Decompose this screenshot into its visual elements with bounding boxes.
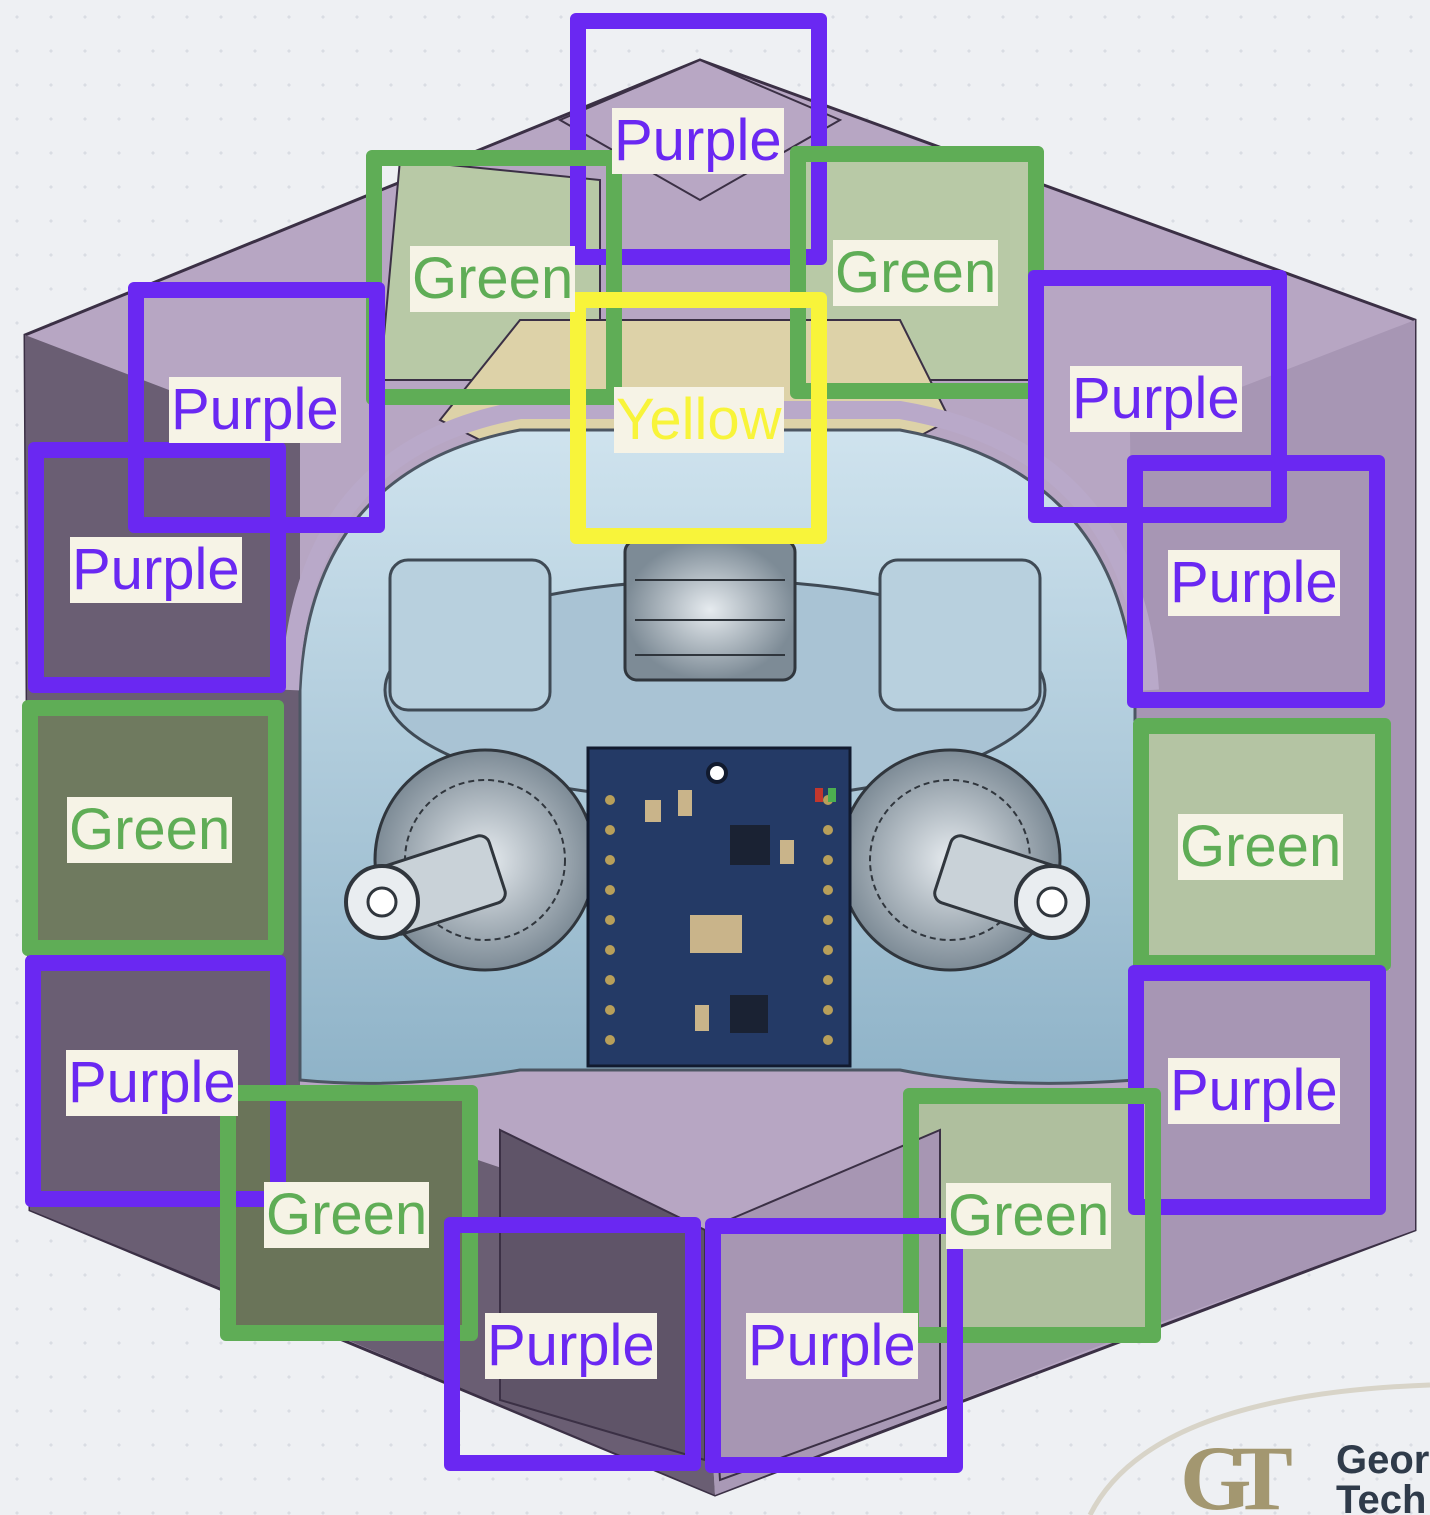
box-bottom-purple-right [705,1218,963,1473]
logo-arc [1087,1382,1430,1515]
gear-stack [623,538,797,682]
box-right-purple-2 [1127,455,1385,708]
georgia-tech-logo: GT Geor Tech [1180,1428,1430,1515]
motor-block-left [388,558,552,712]
label-top-purple: Purple [612,108,784,174]
label-right-purple-2: Purple [1168,550,1340,616]
frame-ring [281,401,1159,691]
label-left-green: Green [67,797,233,863]
motor-block-right [878,558,1042,712]
circuit-board [586,746,852,1068]
label-upper-left-green: Green [410,246,576,312]
box-left-green [22,700,284,956]
label-bottom-purple-left: Purple [485,1313,657,1379]
box-top-purple [570,13,827,265]
label-left-purple-3: Purple [66,1050,238,1116]
label-lower-right-green: Green [946,1183,1112,1249]
box-bottom-purple-left [444,1217,701,1471]
label-right-purple-3: Purple [1168,1058,1340,1124]
label-left-purple-2: Purple [70,537,242,603]
label-right-green: Green [1178,814,1344,880]
gt-monogram-icon: GT [1180,1428,1293,1515]
logo-wordmark: Geor Tech [1336,1440,1429,1515]
label-upper-right-green: Green [833,240,999,306]
box-lower-left-green [220,1085,478,1341]
box-center-yellow [570,292,827,544]
label-lower-left-green: Green [264,1182,430,1248]
box-left-purple-1 [128,282,385,533]
box-left-purple-2 [28,442,286,693]
box-upper-left-green [366,150,622,405]
box-lower-right-green [903,1088,1161,1343]
label-center-yellow: Yellow [614,387,784,453]
logo-line-2: Tech [1336,1478,1427,1515]
label-right-purple-1: Purple [1070,366,1242,432]
logo-line-1: Geor [1336,1438,1430,1482]
label-left-purple-1: Purple [169,377,341,443]
label-bottom-purple-right: Purple [746,1313,918,1379]
board-components [645,788,836,1033]
